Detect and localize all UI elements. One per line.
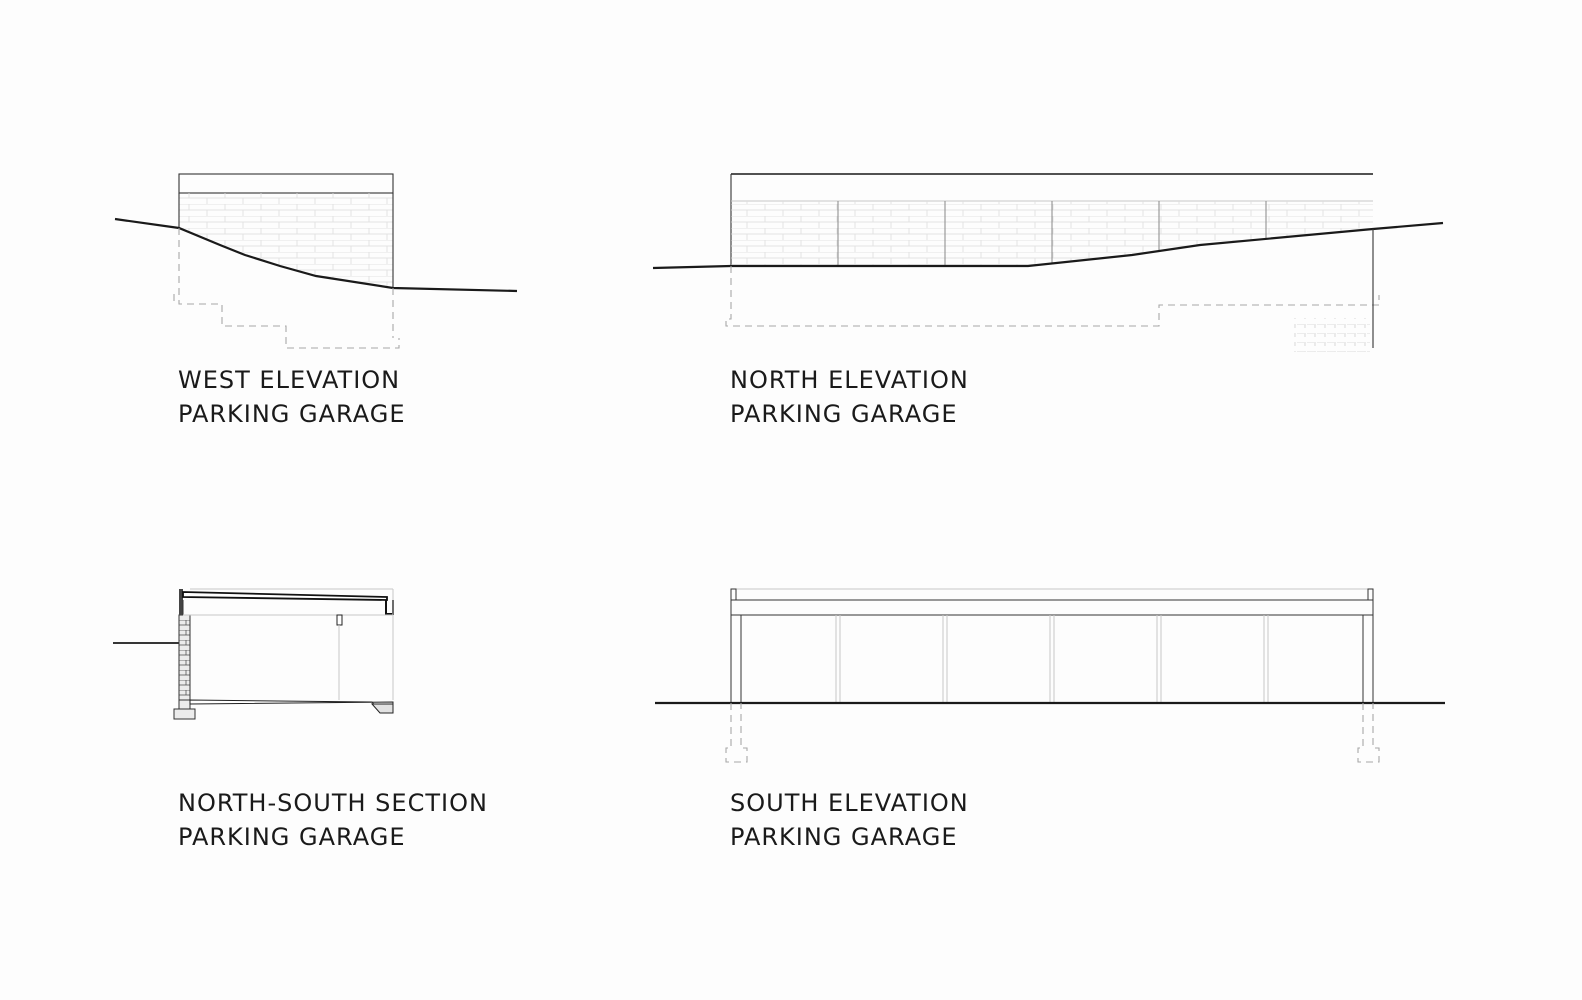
- north-south-section-title: NORTH-SOUTH SECTION: [178, 789, 488, 817]
- south-interior-columns: [835, 615, 1269, 703]
- section-footing: [173, 708, 196, 720]
- west-elevation-title: WEST ELEVATION: [178, 366, 401, 394]
- west-grade-line: [114, 217, 518, 293]
- north-elevation-drawing: [652, 173, 1444, 352]
- west-elevation-caption: WEST ELEVATION PARKING GARAGE: [178, 363, 406, 431]
- north-elevation-title: NORTH ELEVATION: [730, 366, 969, 394]
- section-block-wall: [178, 614, 191, 701]
- west-parapet: [178, 173, 394, 194]
- north-pilasters: [837, 201, 1267, 266]
- south-roof-fascia: [730, 599, 1374, 616]
- south-elevation-subtitle: PARKING GARAGE: [730, 823, 958, 851]
- south-elevation-caption: SOUTH ELEVATION PARKING GARAGE: [730, 786, 969, 854]
- south-end-column-left: [730, 614, 742, 704]
- west-brick-wall: [179, 193, 393, 288]
- north-buried-wall: [1294, 318, 1370, 352]
- west-elevation-subtitle: PARKING GARAGE: [178, 400, 406, 428]
- north-elevation-subtitle: PARKING GARAGE: [730, 400, 958, 428]
- west-elevation-drawing: [114, 173, 518, 349]
- section-roof-slab: [182, 591, 388, 601]
- north-south-section-drawing: [113, 588, 394, 720]
- north-footing-hidden: [725, 266, 1380, 327]
- section-column-cap: [336, 614, 343, 626]
- south-elevation-title: SOUTH ELEVATION: [730, 789, 969, 817]
- north-south-section-subtitle: PARKING GARAGE: [178, 823, 406, 851]
- south-footing-right-hidden: [1357, 703, 1380, 763]
- north-elevation-caption: NORTH ELEVATION PARKING GARAGE: [730, 363, 969, 431]
- west-footing-hidden: [178, 228, 400, 349]
- south-elevation-drawing: [655, 588, 1445, 763]
- south-end-column-right: [1362, 614, 1374, 704]
- section-floor-slab: [370, 703, 394, 714]
- south-footing-left-hidden: [725, 703, 748, 763]
- north-south-section-caption: NORTH-SOUTH SECTION PARKING GARAGE: [178, 786, 488, 854]
